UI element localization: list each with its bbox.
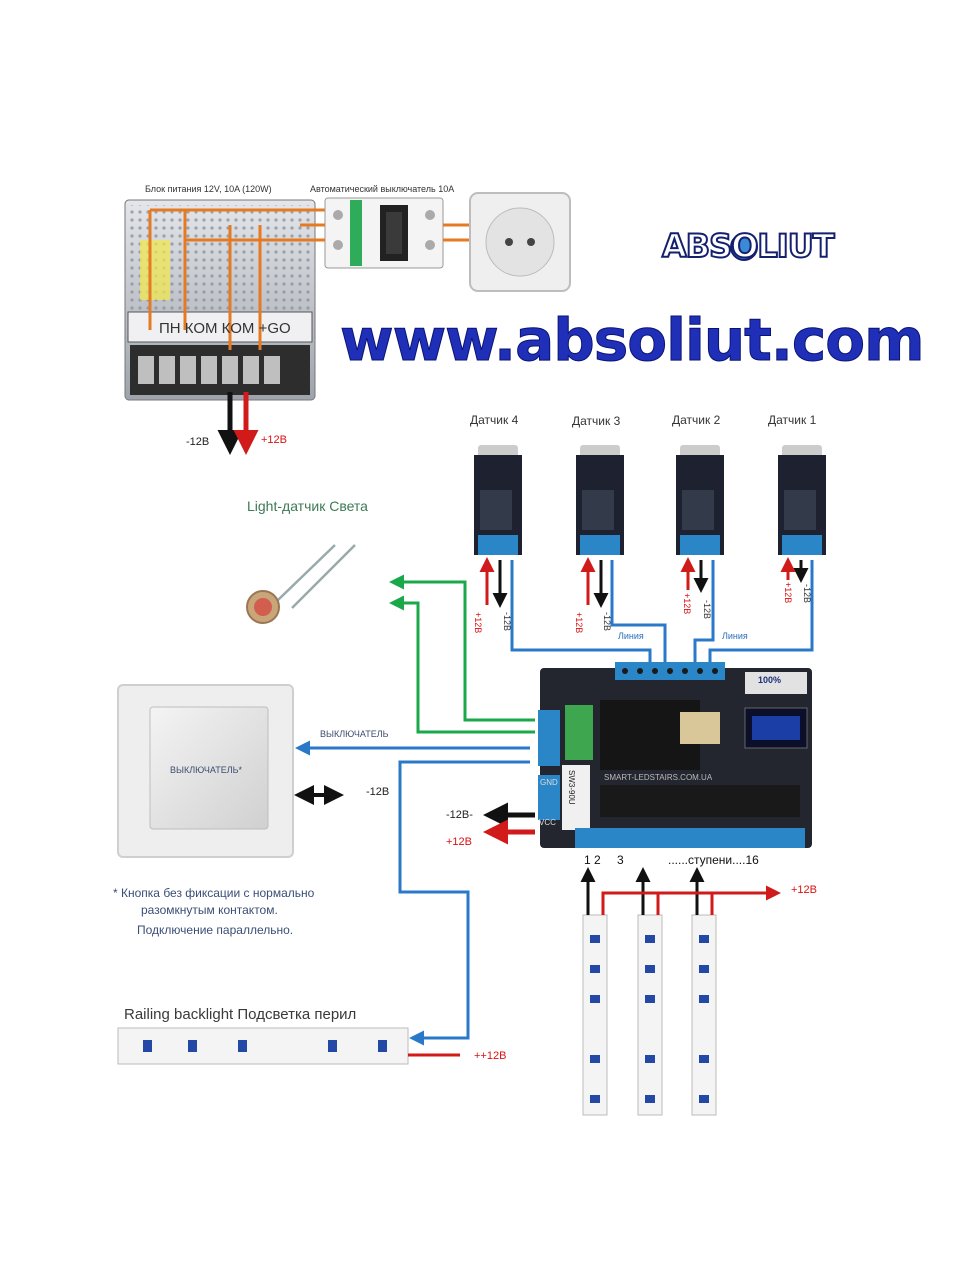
sensor-1 bbox=[778, 445, 826, 555]
sensor-3 bbox=[576, 445, 624, 555]
psu-output-wires bbox=[217, 392, 259, 455]
sensor-4-minus: -12В bbox=[502, 612, 512, 632]
note-line-2: разомкнутым контактом. bbox=[141, 903, 278, 917]
sensor-1-label: Датчик 1 bbox=[768, 413, 817, 427]
sensor-wires bbox=[479, 557, 814, 665]
psu-label: Блок питания 12V, 10A (120W) bbox=[145, 184, 272, 194]
switch-wires bbox=[294, 740, 530, 805]
line-label-right: Линия bbox=[722, 631, 748, 641]
line-label-left: Линия bbox=[618, 631, 644, 641]
controller-minus-label: -12В- bbox=[446, 809, 473, 821]
board-site-label: SMART-LEDSTAIRS.COM.UA bbox=[604, 773, 713, 782]
breaker-label: Автоматический выключатель 10А bbox=[310, 184, 455, 194]
railing-signal-wire bbox=[398, 760, 530, 1046]
board-gnd-label: GND bbox=[540, 778, 558, 787]
board-badge: 100% bbox=[758, 675, 782, 685]
sensor-1-plus: +12В bbox=[783, 582, 793, 604]
step-led-strips bbox=[580, 867, 781, 1116]
sensor-3-minus: -12В bbox=[602, 612, 612, 632]
sensor-4-label: Датчик 4 bbox=[470, 413, 519, 427]
motion-sensors bbox=[474, 445, 826, 555]
wall-switch bbox=[117, 684, 294, 858]
sensor-4 bbox=[474, 445, 522, 555]
railing-plus-label: ++12В bbox=[474, 1050, 507, 1062]
board-sw-label: SW3-90U bbox=[567, 770, 576, 805]
brand-logo: ABSOLIUT bbox=[661, 226, 836, 266]
controller-power-wires bbox=[483, 802, 535, 845]
website-url: www.absoliut.com bbox=[340, 306, 926, 375]
switch-wire-label: ВЫКЛЮЧАТЕЛЬ bbox=[320, 729, 389, 739]
switch-minus-label: -12В bbox=[366, 786, 390, 798]
sensor-2-minus: -12В bbox=[702, 600, 712, 620]
board-vcc-label: VCC bbox=[539, 818, 556, 827]
psu-minus-label: -12В bbox=[186, 436, 210, 448]
power-supply bbox=[124, 199, 330, 401]
strip-plus-label: +12В bbox=[791, 884, 817, 896]
wall-socket bbox=[469, 192, 571, 292]
switch-face-label: ВЫКЛЮЧАТЕЛЬ* bbox=[170, 765, 243, 775]
sensor-2 bbox=[676, 445, 724, 555]
sensor-2-plus: +12В bbox=[682, 593, 692, 615]
light-sensor-wires bbox=[389, 574, 535, 734]
note-line-3: Подключение параллельно. bbox=[137, 923, 294, 937]
light-sensor-label: Light-датчик Света bbox=[247, 498, 368, 514]
logo-globe bbox=[730, 233, 758, 261]
step-three: 3 bbox=[617, 853, 624, 867]
circuit-breaker bbox=[300, 197, 475, 269]
psu-plus-label: +12В bbox=[261, 434, 287, 446]
controller-board bbox=[538, 662, 812, 848]
sensor-2-label: Датчик 2 bbox=[672, 413, 721, 427]
step-numbers: 1 2 bbox=[584, 853, 601, 867]
railing-label: Railing backlight Подсветка перил bbox=[124, 1006, 357, 1023]
sensor-4-plus: +12В bbox=[473, 612, 483, 634]
railing-led-strip bbox=[117, 1027, 460, 1065]
note-line-1: * Кнопка без фиксации с нормально bbox=[113, 886, 315, 900]
controller-plus-label: +12В bbox=[446, 836, 472, 848]
steps-label: ......ступени....16 bbox=[668, 853, 759, 867]
sensor-1-minus: -12В bbox=[802, 584, 812, 604]
sensor-3-label: Датчик 3 bbox=[572, 414, 621, 428]
sensor-3-plus: +12В bbox=[574, 612, 584, 634]
light-sensor bbox=[246, 544, 356, 624]
psu-terminals: ПН КОМ КОМ +GO bbox=[159, 320, 291, 337]
